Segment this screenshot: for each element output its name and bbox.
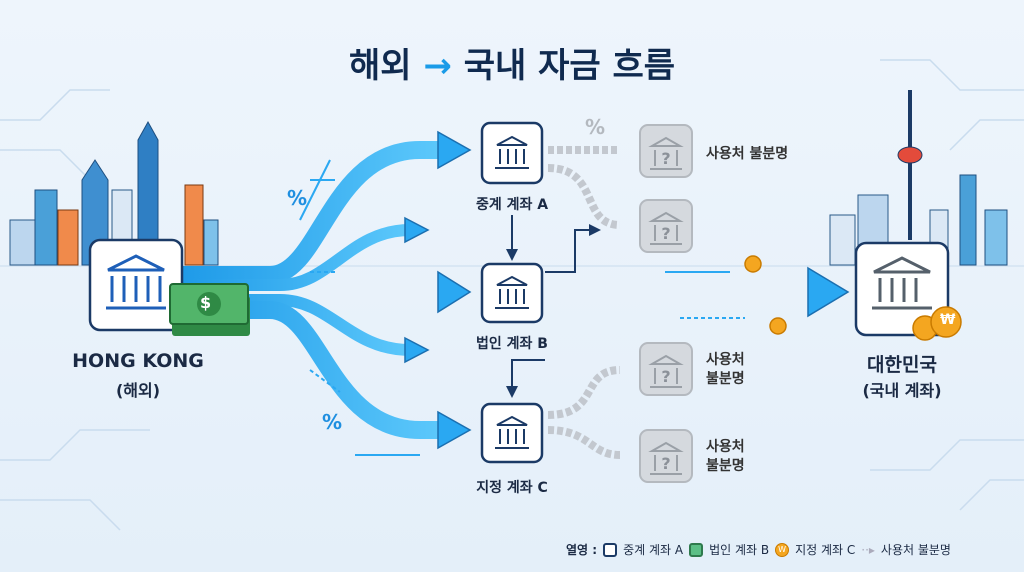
unknown-label-2a: 사용처 <box>706 352 745 368</box>
hong-kong-skyline <box>9 120 219 266</box>
destination-sublabel: (국내 계좌) <box>862 381 942 400</box>
svg-text:?: ? <box>661 149 670 168</box>
coin-icon: W <box>775 542 790 557</box>
node-a-label: 중계 계좌 A <box>475 197 549 213</box>
unknown-boxes <box>639 124 693 483</box>
legend-b: 법인 계좌 B <box>709 543 770 557</box>
legend-a: 중계 계좌 A <box>623 543 684 557</box>
won-symbol: ₩ <box>940 312 956 328</box>
svg-text:?: ? <box>661 367 670 386</box>
percent-icon: % <box>585 115 606 139</box>
cash-stack-icon <box>169 283 250 336</box>
destination-label: 대한민국 <box>867 354 937 376</box>
dollar-symbol: $ <box>200 293 212 312</box>
percent-icon: % <box>322 410 343 434</box>
circuit-decoration <box>0 59 1024 531</box>
origin-sublabel: (해외) <box>115 381 161 400</box>
unknown-paths <box>547 146 621 459</box>
legend-swatch-b <box>689 542 704 557</box>
legend-unknown: 사용처 불분명 <box>880 543 951 557</box>
legend-swatch-a <box>603 542 618 557</box>
question-icons: ???? <box>661 149 670 473</box>
won-coins <box>744 255 962 341</box>
node-b-box <box>480 262 544 324</box>
node-c-label: 지정 계좌 C <box>476 480 548 496</box>
unknown-label-3b: 불분명 <box>706 458 745 474</box>
korea-bank-box <box>854 241 950 337</box>
node-c-box <box>480 402 544 464</box>
bank-icons <box>106 135 932 475</box>
dotted-arrow-icon: ··▸ <box>861 542 875 557</box>
svg-text:?: ? <box>661 454 670 473</box>
legend-c: 지정 계좌 C <box>795 543 856 557</box>
unknown-label-2b: 불분명 <box>706 371 745 387</box>
legend: 열영 : 중계 계좌 A 법인 계좌 B W 지정 계좌 C ··▸ 사용처 불… <box>566 541 951 558</box>
internal-transfers <box>506 215 601 398</box>
small-flow-lines <box>299 159 745 456</box>
percent-icon: % <box>287 186 308 210</box>
flow-arrowheads <box>404 130 850 450</box>
page-title: 해외 → 국내 자금 흐름 <box>348 46 676 86</box>
node-b-label: 법인 계좌 B <box>476 336 548 352</box>
node-a-box <box>480 121 544 185</box>
unknown-label-3a: 사용처 <box>706 439 745 455</box>
origin-label: HONG KONG <box>72 350 204 372</box>
unknown-label-1: 사용처 불분명 <box>706 146 789 162</box>
legend-title: 열영 : <box>566 543 598 557</box>
svg-text:?: ? <box>661 224 670 243</box>
